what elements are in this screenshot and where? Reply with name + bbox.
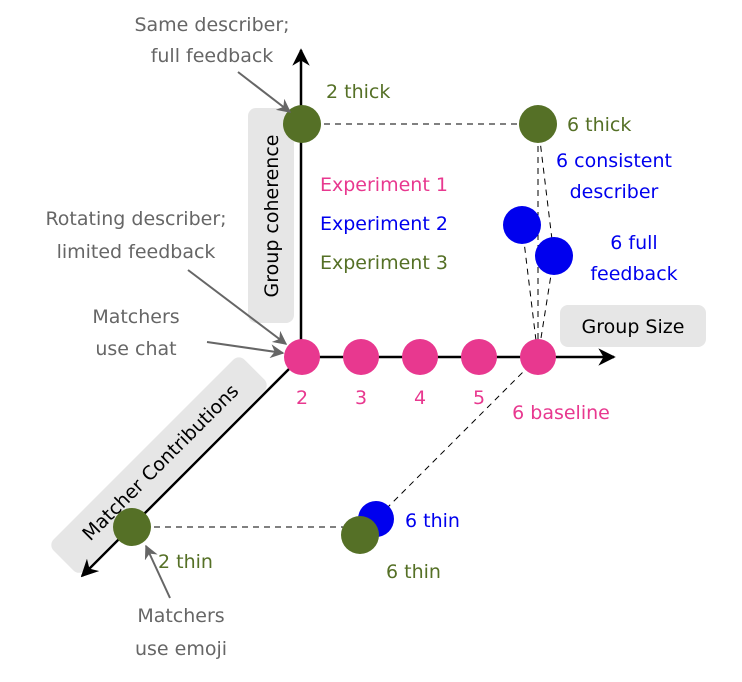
point-size-5	[461, 339, 497, 375]
annotation-same-describer-arrow	[237, 71, 292, 113]
point-6-baseline	[520, 339, 556, 375]
matcher-contributions-label-bg	[51, 357, 267, 573]
dashed-line-baseline-to-thin	[375, 356, 539, 520]
label-6-thick: 6 thick	[567, 114, 631, 136]
tick-5: 5	[473, 387, 485, 409]
group-size-label-bg	[560, 305, 706, 347]
tick-4: 4	[414, 387, 426, 409]
legend-experiment2: Experiment 2	[320, 213, 448, 235]
dashed-line-thick-to-full	[537, 123, 555, 257]
annotation-rotating-describer-line1: Rotating describer;	[45, 208, 226, 230]
tick-3: 3	[355, 387, 367, 409]
label-6-consistent-line2: describer	[570, 181, 659, 203]
dashed-line-consistent-to-baseline	[521, 224, 539, 358]
label-6-full-line1: 6 full	[610, 232, 657, 254]
point-6-thin-green	[341, 516, 379, 554]
dashed-connectors	[132, 123, 555, 528]
group-size-ticks: 2 3 4 5	[296, 387, 485, 409]
group-size-axis-title: Group Size	[582, 316, 685, 338]
group-coherence-label-bg	[248, 108, 294, 323]
legend-experiment1: Experiment 1	[320, 174, 448, 196]
label-6-baseline: 6 baseline	[512, 402, 610, 424]
annotation-rotating-describer-line2: limited feedback	[57, 241, 216, 263]
point-6-full-feedback	[535, 237, 573, 275]
legend: Experiment 1 Experiment 2 Experiment 3	[320, 174, 448, 274]
annotation-same-describer-line1: Same describer;	[134, 14, 289, 36]
label-6-thin-green: 6 thin	[386, 561, 441, 583]
point-2-thin	[113, 508, 151, 546]
annotation-matchers-emoji-arrow	[144, 544, 171, 599]
matcher-contributions-axis-title: Matcher Contributions	[78, 380, 243, 545]
annotation-matchers-emoji-line2: use emoji	[135, 638, 227, 660]
label-6-consistent-line1: 6 consistent	[556, 150, 672, 172]
annotation-rotating-describer-arrow	[187, 269, 288, 345]
legend-experiment3: Experiment 3	[320, 252, 448, 274]
point-2-thick	[283, 105, 321, 143]
group-coherence-axis-title: Group coherence	[261, 135, 283, 298]
annotation-matchers-chat-arrow	[206, 341, 285, 359]
annotations: Same describer; full feedback Rotating d…	[45, 14, 292, 660]
label-2-thin: 2 thin	[158, 551, 213, 573]
label-6-full-line2: feedback	[590, 263, 677, 285]
point-labels: 2 thick 6 thick 6 consistent describer 6…	[158, 81, 678, 583]
experiment3-points	[113, 105, 557, 554]
annotation-matchers-chat-line1: Matchers	[92, 306, 179, 328]
point-size-2	[284, 339, 320, 375]
point-size-4	[402, 339, 438, 375]
annotation-matchers-emoji-line1: Matchers	[137, 605, 224, 627]
label-6-thin-blue: 6 thin	[405, 510, 460, 532]
point-size-3	[343, 339, 379, 375]
point-6-thick	[519, 105, 557, 143]
label-2-thick: 2 thick	[326, 81, 390, 103]
point-6-consistent-describer	[503, 206, 541, 244]
annotation-matchers-chat-line2: use chat	[95, 338, 176, 360]
annotation-same-describer-line2: full feedback	[151, 45, 274, 67]
tick-2: 2	[296, 387, 308, 409]
matcher-contributions-axis	[80, 356, 302, 578]
experiment1-points	[284, 339, 556, 375]
